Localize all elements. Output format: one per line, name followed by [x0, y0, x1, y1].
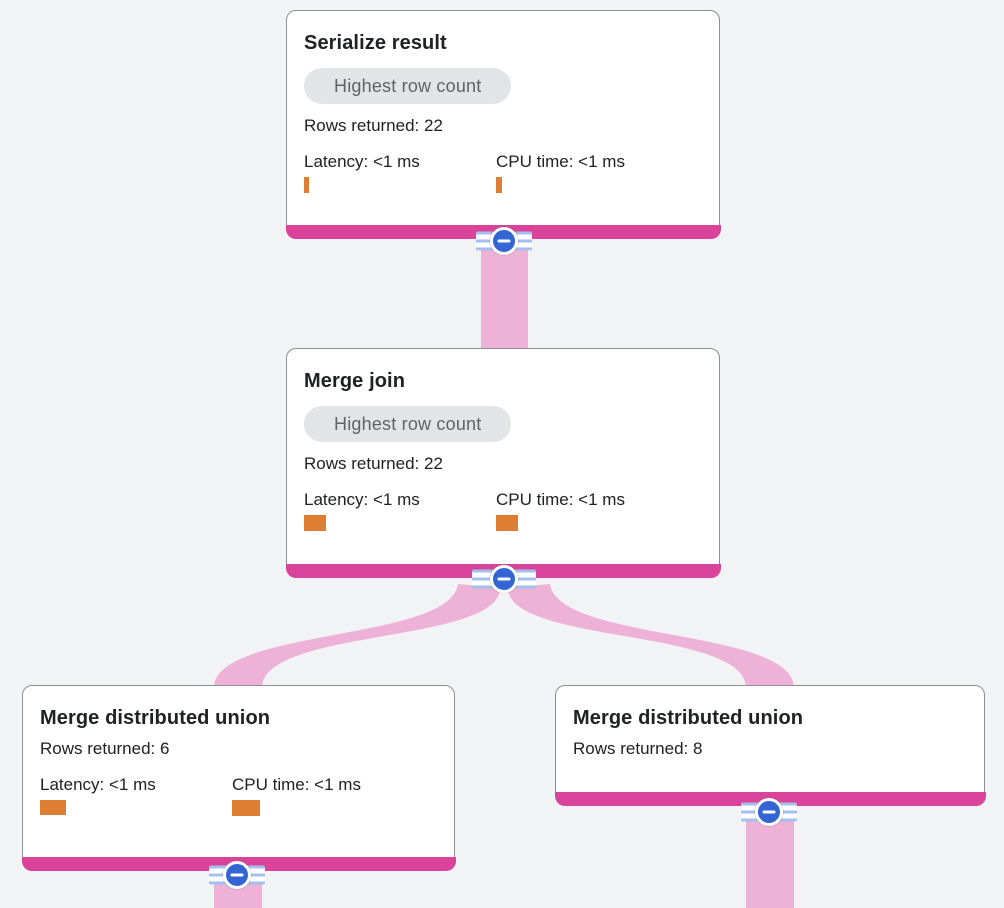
- latency-label: Latency: <1 ms: [304, 490, 420, 509]
- plan-node-merge-distributed-union-right[interactable]: Merge distributed union Rows returned: 8: [554, 685, 986, 806]
- cpu-time-label: CPU time: <1 ms: [232, 775, 361, 794]
- metrics-row: Latency: <1 ms CPU time: <1 ms: [304, 151, 701, 193]
- latency-metric: Latency: <1 ms: [304, 489, 496, 531]
- cpu-time-label: CPU time: <1 ms: [496, 152, 625, 171]
- minus-glyph: [497, 577, 511, 581]
- minus-icon: [490, 227, 518, 255]
- node-title: Merge distributed union: [40, 707, 271, 729]
- flow-mergejoin-to-left-union: [214, 584, 500, 688]
- minus-icon: [223, 861, 251, 889]
- node-title: Serialize result: [304, 32, 447, 54]
- latency-label: Latency: <1 ms: [40, 775, 156, 794]
- latency-bar: [304, 515, 326, 531]
- cpu-time-bar: [496, 177, 502, 193]
- collapse-button-serialize-result[interactable]: [476, 227, 532, 255]
- latency-label: Latency: <1 ms: [304, 152, 420, 171]
- cpu-time-metric: CPU time: <1 ms: [232, 774, 361, 816]
- metrics-row: Latency: <1 ms CPU time: <1 ms: [304, 489, 701, 531]
- latency-bar: [304, 177, 309, 193]
- minus-glyph: [762, 810, 776, 814]
- rows-returned-text: Rows returned: 22: [304, 454, 443, 473]
- plan-node-serialize-result[interactable]: Serialize result Highest row count Rows …: [285, 10, 721, 239]
- cpu-time-metric: CPU time: <1 ms: [496, 489, 625, 531]
- metrics-row: Latency: <1 ms CPU time: <1 ms: [40, 774, 436, 816]
- latency-metric: Latency: <1 ms: [304, 151, 496, 193]
- cpu-time-metric: CPU time: <1 ms: [496, 151, 625, 193]
- rows-returned-text: Rows returned: 6: [40, 739, 170, 758]
- node-title: Merge join: [304, 370, 406, 392]
- cpu-time-bar: [496, 515, 518, 531]
- collapse-button-union-left[interactable]: [209, 861, 265, 889]
- plan-node-merge-distributed-union-left[interactable]: Merge distributed union Rows returned: 6…: [21, 685, 456, 871]
- minus-icon: [755, 798, 783, 826]
- node-title: Merge distributed union: [573, 707, 804, 729]
- minus-icon: [490, 565, 518, 593]
- rows-returned-text: Rows returned: 22: [304, 116, 443, 135]
- latency-metric: Latency: <1 ms: [40, 774, 232, 816]
- collapse-button-union-right[interactable]: [741, 798, 797, 826]
- latency-bar: [40, 800, 66, 815]
- minus-glyph: [497, 239, 511, 243]
- highest-row-count-badge: Highest row count: [304, 68, 512, 104]
- minus-glyph: [230, 873, 244, 877]
- collapse-button-merge-join[interactable]: [472, 565, 536, 593]
- highest-row-count-badge: Highest row count: [304, 406, 512, 442]
- rows-returned-text: Rows returned: 8: [573, 739, 703, 758]
- plan-node-merge-join[interactable]: Merge join Highest row count Rows return…: [285, 348, 721, 578]
- cpu-time-bar: [232, 800, 260, 816]
- flow-mergejoin-to-right-union: [508, 584, 794, 688]
- cpu-time-label: CPU time: <1 ms: [496, 490, 625, 509]
